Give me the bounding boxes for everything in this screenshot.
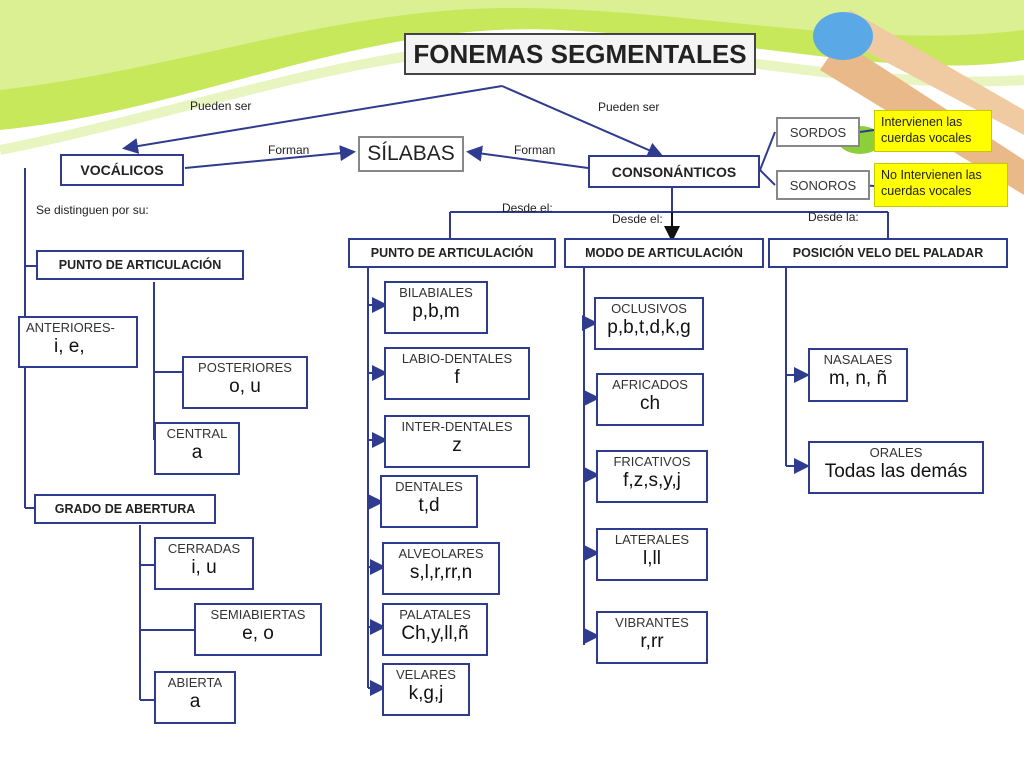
- edge-label-desde-el-2: Desde el:: [612, 212, 663, 226]
- cerradas-value: i, u: [191, 557, 217, 578]
- labiodentales-label: LABIO-DENTALES: [401, 351, 513, 366]
- central-value: a: [191, 442, 203, 463]
- sordos-note: Intervienen las cuerdas vocales: [874, 110, 992, 152]
- edge-label-forman-right: Forman: [514, 143, 556, 157]
- cerradas-node: CERRADAS i, u: [154, 537, 254, 590]
- labiodentales-node: LABIO-DENTALES f: [384, 347, 530, 400]
- anteriores-node: ANTERIORES- i, e,: [18, 316, 138, 368]
- dentales-value: t,d: [418, 495, 440, 516]
- grado-abertura-node: GRADO DE ABERTURA: [34, 494, 216, 524]
- vibrantes-value: r,rr: [640, 631, 664, 652]
- velares-label: VELARES: [396, 667, 456, 682]
- anteriores-label: ANTERIORES-: [26, 320, 115, 335]
- interdentales-node: INTER-DENTALES z: [384, 415, 530, 468]
- posteriores-label: POSTERIORES: [198, 360, 292, 375]
- semiabiertas-label: SEMIABIERTAS: [210, 607, 306, 622]
- sonoros-node: SONOROS: [776, 170, 870, 200]
- diagram-title: FONEMAS SEGMENTALES: [404, 33, 756, 75]
- posteriores-node: POSTERIORES o, u: [182, 356, 308, 409]
- nasales-label: NASALAES: [823, 352, 893, 367]
- fricativos-label: FRICATIVOS: [613, 454, 691, 469]
- fricativos-value: f,z,s,y,j: [623, 470, 681, 491]
- dentales-label: DENTALES: [395, 479, 463, 494]
- edge-label-pueden-ser-right: Pueden ser: [598, 100, 660, 114]
- sordos-node: SORDOS: [776, 117, 860, 147]
- edge-label-pueden-ser-left: Pueden ser: [190, 99, 252, 113]
- abierta-value: a: [189, 691, 201, 712]
- edge-label-desde-el-1: Desde el:: [502, 201, 553, 215]
- interdentales-value: z: [452, 435, 462, 456]
- anteriores-value: i, e,: [54, 336, 85, 357]
- bilabiales-node: BILABIALES p,b,m: [384, 281, 488, 334]
- silabas-node: SÍLABAS: [358, 136, 464, 172]
- semiabiertas-node: SEMIABIERTAS e, o: [194, 603, 322, 656]
- interdentales-label: INTER-DENTALES: [401, 419, 513, 434]
- laterales-node: LATERALES l,ll: [596, 528, 708, 581]
- vocalicos-node: VOCÁLICOS: [60, 154, 184, 186]
- posteriores-value: o, u: [229, 376, 261, 397]
- laterales-label: LATERALES: [614, 532, 690, 547]
- bilabiales-value: p,b,m: [412, 301, 460, 322]
- orales-node: ORALES Todas las demás: [808, 441, 984, 494]
- modo-articulacion-node: MODO DE ARTICULACIÓN: [564, 238, 764, 268]
- laterales-value: l,ll: [643, 548, 661, 569]
- orales-label: ORALES: [869, 445, 923, 460]
- vibrantes-label: VIBRANTES: [615, 615, 689, 630]
- palatales-node: PALATALES Ch,y,ll,ñ: [382, 603, 488, 656]
- cerradas-label: CERRADAS: [167, 541, 241, 556]
- consonanticos-node: CONSONÁNTICOS: [588, 155, 760, 188]
- cons-punto-articulacion-node: PUNTO DE ARTICULACIÓN: [348, 238, 556, 268]
- africados-value: ch: [639, 393, 661, 414]
- velares-node: VELARES k,g,j: [382, 663, 470, 716]
- vocal-punto-articulacion-node: PUNTO DE ARTICULACIÓN: [36, 250, 244, 280]
- abierta-node: ABIERTA a: [154, 671, 236, 724]
- oclusivos-value: p,b,t,d,k,g: [607, 317, 691, 338]
- oclusivos-label: OCLUSIVOS: [611, 301, 687, 316]
- labiodentales-value: f: [454, 367, 460, 388]
- posicion-velo-paladar-node: POSICIÓN VELO DEL PALADAR: [768, 238, 1008, 268]
- alveolares-value: s,l,r,rr,n: [409, 562, 473, 583]
- alveolares-label: ALVEOLARES: [398, 546, 484, 561]
- velares-value: k,g,j: [408, 683, 444, 704]
- central-label: CENTRAL: [166, 426, 228, 441]
- edge-label-se-distinguen: Se distinguen por su:: [36, 203, 149, 217]
- fricativos-node: FRICATIVOS f,z,s,y,j: [596, 450, 708, 503]
- africados-label: AFRICADOS: [612, 377, 688, 392]
- palatales-label: PALATALES: [399, 607, 471, 622]
- nasales-value: m, n, ñ: [828, 368, 888, 389]
- alveolares-node: ALVEOLARES s,l,r,rr,n: [382, 542, 500, 595]
- vibrantes-node: VIBRANTES r,rr: [596, 611, 708, 664]
- semiabiertas-value: e, o: [242, 623, 274, 644]
- oclusivos-node: OCLUSIVOS p,b,t,d,k,g: [594, 297, 704, 350]
- central-node: CENTRAL a: [154, 422, 240, 475]
- palatales-value: Ch,y,ll,ñ: [401, 623, 469, 644]
- abierta-label: ABIERTA: [167, 675, 223, 690]
- africados-node: AFRICADOS ch: [596, 373, 704, 426]
- edge-label-desde-la: Desde la:: [808, 210, 859, 224]
- bilabiales-label: BILABIALES: [399, 285, 473, 300]
- dentales-node: DENTALES t,d: [380, 475, 478, 528]
- edge-label-forman-left: Forman: [268, 143, 310, 157]
- sonoros-note: No Intervienen las cuerdas vocales: [874, 163, 1008, 207]
- nasales-node: NASALAES m, n, ñ: [808, 348, 908, 402]
- orales-value: Todas las demás: [824, 461, 968, 482]
